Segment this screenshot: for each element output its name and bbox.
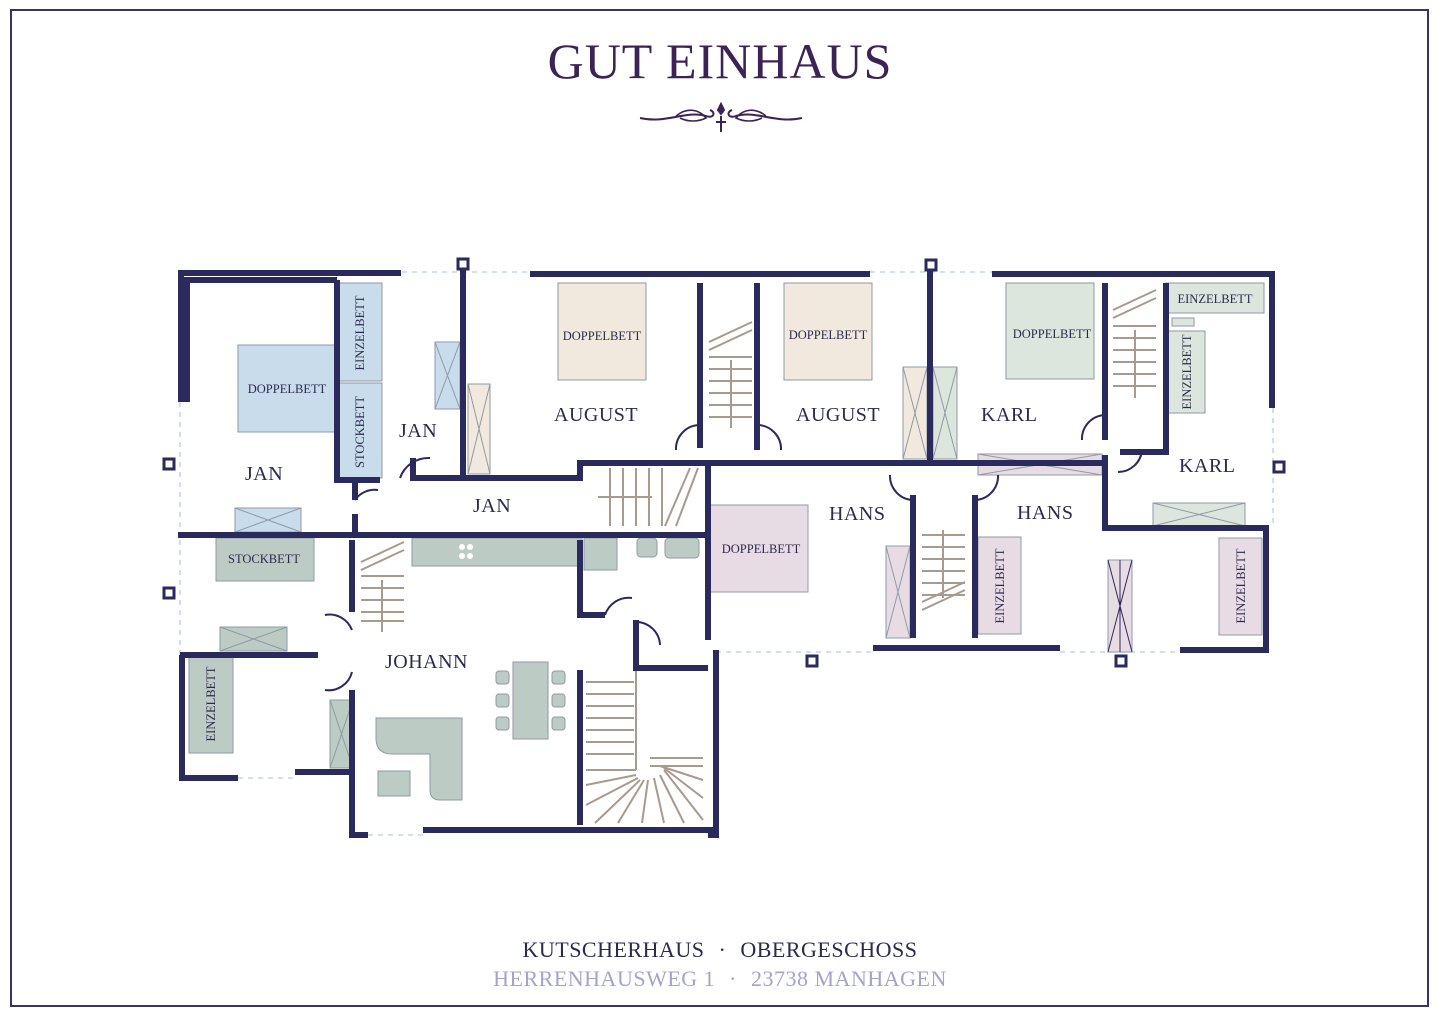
footer-building: KUTSCHERHAUS · OBERGESCHOSS: [0, 937, 1440, 963]
stairs: [360, 289, 1157, 824]
separator: ·: [729, 966, 737, 991]
einzelbett-johann: [188, 654, 234, 754]
doppelbett-karl: [1005, 282, 1095, 380]
label-doppelbett: DOPPELBETT: [789, 328, 868, 342]
einzelbett-jan: [337, 282, 383, 382]
room-label-karl-2: KARL: [1179, 455, 1235, 477]
stockbett-johann: [215, 537, 315, 582]
kitchen-counter: [411, 537, 583, 567]
door-hans-2: [974, 474, 1000, 501]
doppelbett-jan: [237, 344, 337, 433]
einzelbett-hans-2: [1218, 537, 1263, 636]
label-stockbett: STOCKBETT: [228, 552, 300, 566]
room-label-jan-small: JAN: [399, 420, 437, 442]
label-doppelbett: DOPPELBETT: [1013, 327, 1092, 341]
door-johann-2: [604, 596, 661, 646]
einzelbett-hans-1: [977, 536, 1022, 635]
stove-icon: [459, 544, 473, 559]
door-swings: [324, 414, 1143, 692]
door-august-1: [674, 423, 701, 451]
room-label-jan-hall: JAN: [473, 495, 511, 517]
room-label-jan: JAN: [245, 463, 283, 485]
doppelbett-hans: [709, 504, 809, 593]
door-jan-2: [354, 488, 379, 501]
room-label-karl-1: KARL: [981, 404, 1037, 426]
room-label-august-2: AUGUST: [796, 404, 880, 426]
label-einzelbett: EINZELBETT: [1234, 548, 1248, 623]
door-karl-1: [1080, 414, 1106, 441]
room-label-hans-2: HANS: [1017, 502, 1073, 524]
label-doppelbett: DOPPELBETT: [722, 542, 801, 556]
furniture: [188, 282, 1265, 801]
footer-address: HERRENHAUSWEG 1 · 23738 MANHAGEN: [0, 966, 1440, 992]
door-karl-2: [1117, 449, 1143, 474]
fridge: [583, 537, 618, 571]
label-einzelbett: EINZELBETT: [353, 295, 367, 370]
doppelbett-august-1: [557, 282, 647, 381]
street: HERRENHAUSWEG 1: [493, 966, 716, 991]
room-label-hans-1: HANS: [829, 503, 885, 525]
door-jan-1: [399, 456, 431, 479]
label-doppelbett: DOPPELBETT: [248, 382, 327, 396]
sink: [664, 537, 700, 559]
pillars: [162, 257, 1286, 668]
chairs: [495, 670, 566, 731]
einzelbett-karl-2: [1167, 330, 1206, 414]
dining-table: [512, 661, 549, 740]
label-einzelbett: EINZELBETT: [1178, 292, 1253, 306]
walls: [178, 268, 1275, 838]
label-einzelbett: EINZELBETT: [1180, 334, 1194, 409]
page-frame: [10, 9, 1429, 1007]
label-stockbett: STOCKBETT: [353, 396, 367, 468]
room-label-johann: JOHANN: [385, 651, 468, 673]
armchair: [377, 770, 411, 797]
toilet: [636, 537, 658, 558]
floor-name: OBERGESCHOSS: [740, 937, 918, 962]
label-einzelbett: EINZELBETT: [204, 666, 218, 741]
room-label-august-1: AUGUST: [554, 404, 638, 426]
separator: ·: [718, 937, 727, 962]
door-august-2: [756, 423, 783, 451]
doppelbett-august-2: [783, 282, 873, 381]
nightstand-karl: [1171, 317, 1195, 327]
city: 23738 MANHAGEN: [751, 966, 947, 991]
label-einzelbett: EINZELBETT: [993, 548, 1007, 623]
page-title: GUT EINHAUS: [547, 33, 893, 89]
corner-sofa: [375, 717, 463, 801]
ornament-flourish-icon: [639, 101, 803, 132]
einzelbett-karl-1: [1165, 282, 1265, 314]
door-johann-1: [324, 613, 353, 692]
building-name: KUTSCHERHAUS: [522, 937, 705, 962]
label-doppelbett: DOPPELBETT: [563, 329, 642, 343]
door-hans-1: [888, 474, 914, 501]
